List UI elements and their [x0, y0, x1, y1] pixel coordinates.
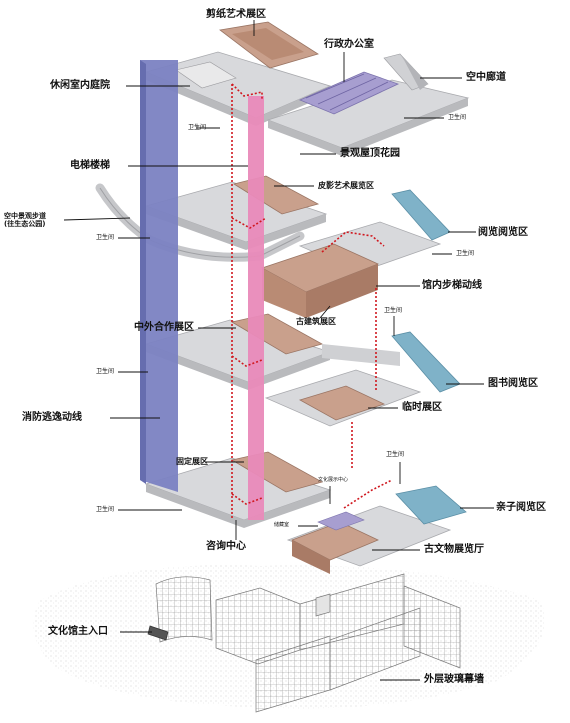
- circulation-routes: [231, 83, 393, 520]
- label-temp-hall: 临时展区: [402, 402, 442, 413]
- label-coop-hall: 中外合作展区: [134, 322, 194, 333]
- admin-office-walls: [305, 73, 389, 111]
- label-toilet-floor4: 卫生间: [188, 124, 207, 131]
- label-leisure-indoor: 休闲室内庭院: [50, 80, 110, 91]
- library-reading-zone: [391, 331, 461, 393]
- fire-escape-column: [140, 60, 178, 492]
- base-tower: [315, 593, 331, 617]
- route-lower: [343, 479, 393, 509]
- label-heritage-hall: 古文物展览厅: [424, 544, 484, 555]
- label-toilet-floor2: 卫生间: [96, 368, 115, 375]
- label-toilet-floor3: 卫生间: [96, 234, 115, 241]
- label-reading-area: 阅览阅览区: [478, 227, 528, 238]
- base-right-wing: [403, 585, 461, 669]
- ancient-arch-zone-side: [262, 268, 306, 318]
- label-toilet-floor3b: 卫生间: [456, 250, 475, 257]
- label-shadow-play-hall: 皮影艺术展览区: [318, 181, 374, 190]
- floor2-slab-edge: [146, 344, 330, 390]
- floor4-rooms: [175, 61, 237, 89]
- floor3-slab-edge: [146, 206, 326, 250]
- label-info-center: 咨询中心: [206, 541, 246, 552]
- label-indoor-stair: 馆内步梯动线: [422, 280, 482, 291]
- label-toilet-roof: 卫生间: [448, 114, 467, 121]
- leader-lines: [63, 20, 494, 681]
- label-toilet-floor1b: 卫生间: [386, 451, 405, 458]
- label-skywalk-main: 空中景观步道: [4, 212, 46, 220]
- admin-office-zone: [298, 71, 400, 115]
- label-toilet-floor2b: 卫生间: [384, 307, 403, 314]
- label-roof-garden: 景观屋顶花园: [340, 148, 400, 159]
- route-floor3: [231, 217, 267, 229]
- label-fixed-hall: 固定展区: [176, 457, 208, 466]
- route-floor1: [231, 493, 263, 505]
- label-admin-office: 行政办公室: [324, 39, 374, 50]
- label-ancient-arch-hall: 古建筑展区: [296, 317, 336, 326]
- admin-zone-lower: [317, 511, 365, 531]
- label-culture-center: 文化展示中心: [318, 477, 349, 483]
- route-floor4: [231, 83, 263, 100]
- floor1-slab-edge: [146, 484, 330, 528]
- label-library-reading: 图书阅览区: [488, 378, 538, 389]
- floor-1: [144, 451, 467, 574]
- leader-ancient: [319, 305, 331, 319]
- roof-garden-edge: [268, 98, 468, 156]
- sky-corridor-tower: [400, 54, 428, 90]
- fire-escape-column-side: [140, 60, 146, 484]
- roof-level: [266, 53, 470, 156]
- leader-skywalk: [63, 217, 131, 221]
- floor-3: [144, 175, 451, 318]
- label-kids-reading: 亲子阅览区: [496, 502, 546, 513]
- route-floor2: [231, 355, 263, 367]
- heritage-zone: [291, 521, 379, 561]
- base-building: [147, 573, 461, 713]
- ancient-arch-zone-front: [306, 264, 378, 318]
- label-fire-escape: 消防逃逸动线: [22, 412, 82, 423]
- label-entrance: 文化馆主入口: [48, 626, 108, 637]
- label-glass-curtain: 外层玻璃幕墙: [424, 674, 484, 685]
- paper-art-zone-inner: [232, 28, 304, 60]
- base-left-curve: [155, 576, 213, 643]
- kids-reading-zone: [395, 485, 467, 525]
- base-entrance-tube: [147, 625, 169, 641]
- temp-hall-zone: [298, 385, 386, 421]
- floor-4: [144, 21, 332, 126]
- heritage-zone-side: [292, 540, 330, 574]
- label-sky-corridor: 空中廊道: [466, 72, 506, 83]
- floor2-bridge: [322, 344, 400, 366]
- label-paper-art-hall: 剪纸艺术展区: [206, 9, 266, 20]
- floor4-slab-edge: [146, 72, 330, 126]
- route-annex: [321, 231, 385, 253]
- label-skywalk: 空中景观步道 (往生态公园): [4, 212, 84, 228]
- label-skywalk-sub: (往生态公园): [4, 220, 46, 229]
- label-toilet-floor1: 卫生间: [96, 506, 115, 513]
- elevator-column: [248, 96, 264, 520]
- label-storage: 储藏室: [274, 522, 290, 528]
- label-elevator-stair: 电梯楼梯: [70, 160, 110, 171]
